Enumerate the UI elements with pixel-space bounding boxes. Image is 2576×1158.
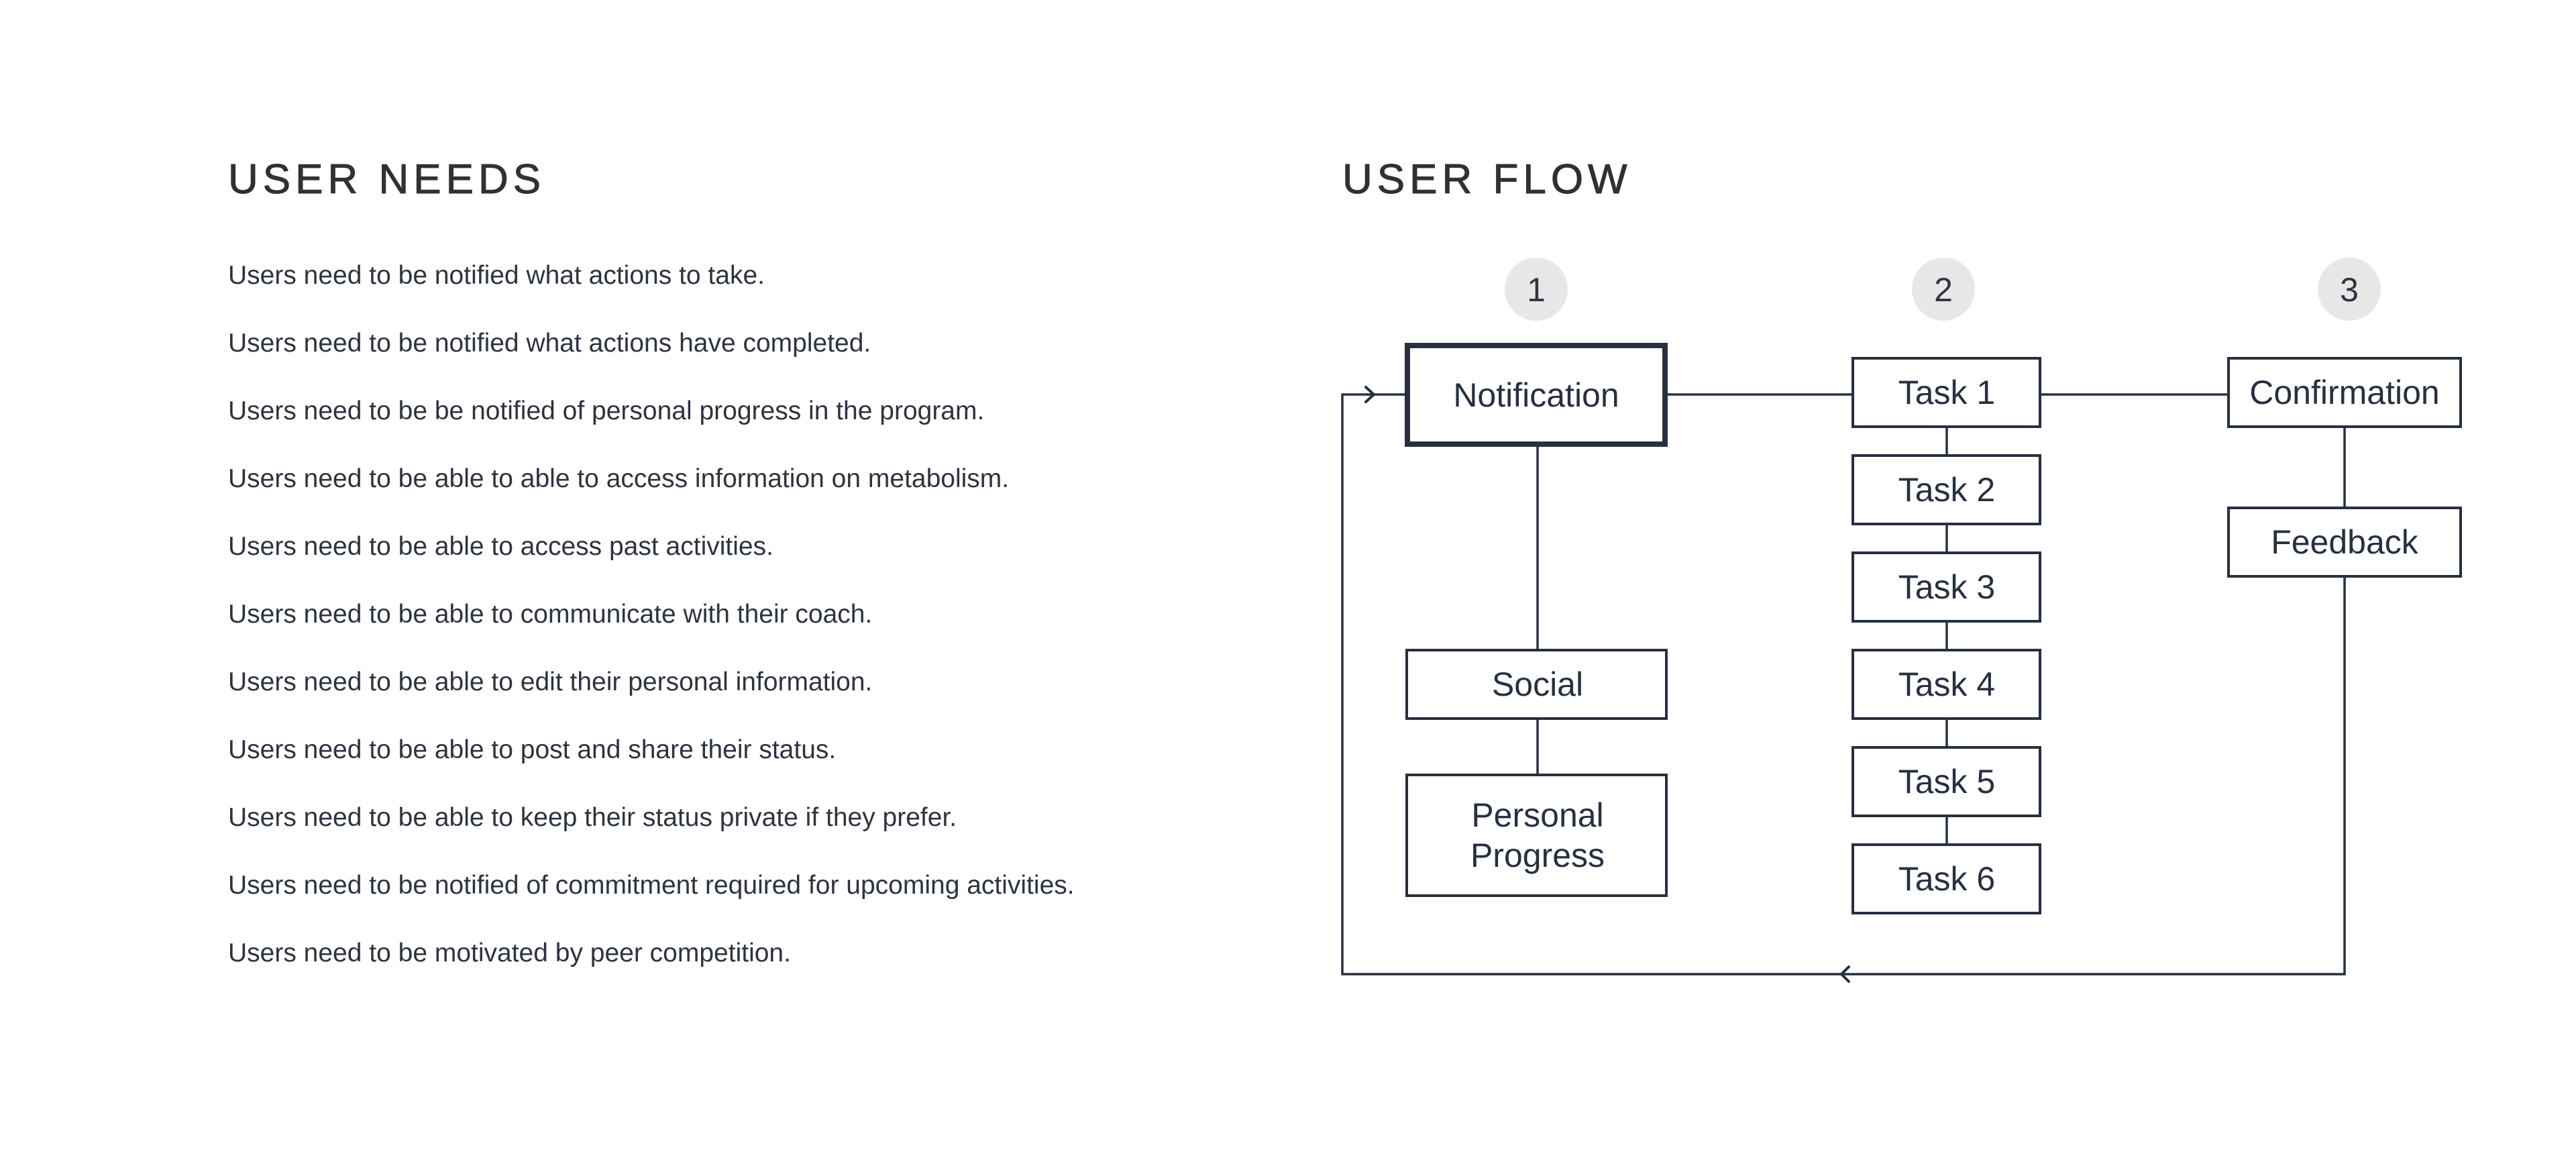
confirmation-label: Confirmation <box>2249 374 2439 411</box>
notification-node: Notification <box>1405 343 1668 447</box>
user-needs-title: USER NEEDS <box>227 156 546 203</box>
task-1-box <box>1851 357 2041 428</box>
confirmation-box <box>2227 357 2462 428</box>
user-needs-list: Users need to be notified what actions t… <box>228 256 1075 1001</box>
user-need-item: Users need to be able to post and share … <box>228 735 837 764</box>
task-1-node: Task 1 <box>1851 357 2041 428</box>
step-3-number: 3 <box>2340 271 2359 309</box>
task-6-label: Task 6 <box>1898 860 1996 898</box>
social-box <box>1405 649 1668 720</box>
task-2-label: Task 2 <box>1898 471 1996 509</box>
task-6-box <box>1851 843 2041 914</box>
task-3-box <box>1851 551 2041 623</box>
task-6-node: Task 6 <box>1851 843 2041 914</box>
user-flow-title: USER FLOW <box>1342 156 1632 203</box>
user-need-item: Users need to be able to keep their stat… <box>228 803 957 832</box>
step-indicators: 1 2 3 <box>1505 258 2381 321</box>
social-label: Social <box>1492 666 1583 703</box>
task-4-label: Task 4 <box>1898 666 1996 703</box>
task-5-box <box>1851 746 2041 817</box>
task-3-node: Task 3 <box>1851 551 2041 623</box>
user-need-item: Users need to be be notified of personal… <box>228 397 985 425</box>
feedback-node: Feedback <box>2227 507 2462 578</box>
task-4-node: Task 4 <box>1851 649 2041 720</box>
task-5-label: Task 5 <box>1898 763 1996 800</box>
user-need-item: Users need to be able to communicate wit… <box>228 600 873 629</box>
task-1-label: Task 1 <box>1898 374 1996 411</box>
user-need-item: Users need to be able to access past act… <box>228 532 773 561</box>
flow-connectors <box>1341 386 2346 983</box>
feedback-label: Feedback <box>2271 523 2419 561</box>
step-1-number: 1 <box>1527 271 1546 309</box>
loop-arrow-left-icon <box>1840 965 1850 983</box>
user-need-item: Users need to be notified what actions t… <box>228 261 765 290</box>
loop-arrow-right-icon <box>1364 386 1375 403</box>
step-3-circle <box>2318 258 2381 321</box>
social-node: Social <box>1405 649 1668 720</box>
step-2-circle <box>1912 258 1975 321</box>
user-need-item: Users need to be motivated by peer compe… <box>228 939 791 967</box>
confirmation-node: Confirmation <box>2227 357 2462 428</box>
feedback-box <box>2227 507 2462 578</box>
notification-box <box>1405 343 1668 447</box>
feedback-loop-line <box>1341 393 2346 976</box>
user-need-item: Users need to be able to able to access … <box>228 464 1010 493</box>
task-5-node: Task 5 <box>1851 746 2041 817</box>
personal-progress-box <box>1405 774 1668 897</box>
step-1-circle <box>1505 258 1568 321</box>
notification-label: Notification <box>1453 376 1619 414</box>
user-need-item: Users need to be able to edit their pers… <box>228 668 873 696</box>
step-2-number: 2 <box>1934 271 1953 309</box>
task-4-box <box>1851 649 2041 720</box>
user-need-item: Users need to be notified what actions h… <box>228 329 871 358</box>
personal-progress-label-line1: Personal <box>1471 796 1603 834</box>
personal-progress-node: Personal Progress <box>1405 774 1668 897</box>
task-2-node: Task 2 <box>1851 454 2041 525</box>
user-need-item: Users need to be notified of commitment … <box>228 871 1075 900</box>
task-2-box <box>1851 454 2041 525</box>
personal-progress-label-line2: Progress <box>1470 837 1605 874</box>
task-3-label: Task 3 <box>1898 568 1996 606</box>
